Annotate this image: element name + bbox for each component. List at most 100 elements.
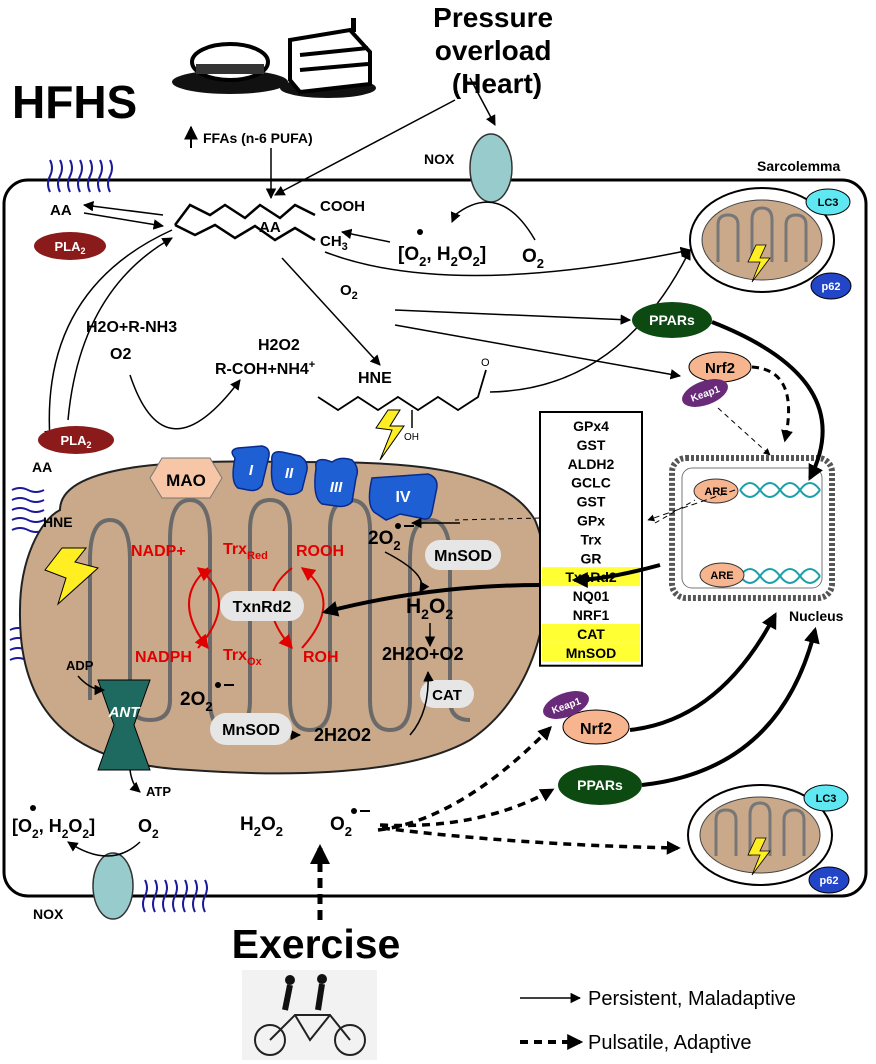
hne-label: HNE <box>358 370 392 387</box>
sarcolemma-label: Sarcolemma <box>757 158 840 174</box>
lightning-icon-mito <box>44 547 100 606</box>
gene-item: MnSOD <box>566 645 617 661</box>
sarcolemma-membrane <box>2 178 868 898</box>
o2-top-label: O2 <box>522 246 544 271</box>
complex-iii <box>314 457 359 508</box>
cat-badge <box>420 680 474 708</box>
are-badge-2 <box>699 562 745 588</box>
gene-item: ALDH2 <box>568 456 615 472</box>
nadp-plus-label: NADP+ <box>131 543 186 560</box>
h2o2-mito-label: H2O2 <box>406 595 453 622</box>
ffas-label: FFAs (n-6 PUFA) <box>203 130 313 146</box>
cooh-label: COOH <box>320 198 365 215</box>
adp-label: ADP <box>66 658 94 673</box>
txnrd2-mito-label: TxnRd2 <box>233 599 292 616</box>
mao-reactant-label: H2O+R-NH3 <box>86 319 177 336</box>
trx-red-label: TrxRed <box>223 541 268 562</box>
lc3-bottom-badge <box>803 784 849 812</box>
superoxide-top-label: 2O2 <box>368 528 401 553</box>
ppars-bottom-badge <box>558 765 642 805</box>
pressure-overload-label: Pressure overload (Heart) <box>433 2 561 99</box>
complex-i <box>231 445 270 492</box>
txnrd2-mito-badge <box>220 591 304 621</box>
gene-item: GR <box>581 550 602 566</box>
mao-o2-label: O2 <box>110 346 131 363</box>
ppars-top-label: PPARs <box>649 312 695 328</box>
complex-iv-label: IV <box>395 489 410 506</box>
legend-persistent-label: Persistent, Maladaptive <box>588 988 796 1010</box>
lipid-tails-bottom <box>142 879 208 913</box>
p62-top-badge <box>810 272 852 300</box>
complex-iii-label: III <box>330 479 343 496</box>
are-label-1: ARE <box>704 486 727 498</box>
nadph-label: NADPH <box>135 649 192 666</box>
gene-item: GST <box>577 494 606 510</box>
ch3-label: CH3 <box>320 233 348 253</box>
gene-highlight <box>542 567 640 587</box>
dna-helix-icon-1 <box>739 482 821 498</box>
o2-label: O2 <box>340 282 358 302</box>
aa-center-label: AA <box>259 219 281 236</box>
mao-label: MAO <box>166 471 206 490</box>
legend: Persistent, Maladaptive Pulsatile, Adapt… <box>520 988 796 1054</box>
pla2-bottom-badge <box>38 426 114 454</box>
gene-item: NRF1 <box>573 607 610 623</box>
arachidonic-acid-chain <box>174 203 316 226</box>
ppars-top-badge <box>632 302 712 338</box>
aa-bottom-label: AA <box>32 459 52 475</box>
mao-h2o2-label: H2O2 <box>258 337 300 354</box>
nrf2-bottom-badge <box>562 709 630 745</box>
burger-icon <box>172 42 288 94</box>
atp-label: ATP <box>146 784 171 799</box>
mnsod-top-badge <box>425 540 501 570</box>
gene-item: Trx <box>580 531 601 547</box>
hne-structure <box>317 369 487 412</box>
gene-highlight <box>542 642 640 662</box>
o2-bottom-label: O2 <box>138 816 159 841</box>
cat-label: CAT <box>432 687 462 704</box>
gene-list-border <box>539 411 643 667</box>
cake-icon <box>280 18 376 98</box>
pla2-top-label: PLA2 <box>54 239 85 256</box>
nox-bottom-label: NOX <box>33 906 64 922</box>
two-h2o2-label: 2H2O2 <box>314 725 371 745</box>
trx-ox-label: TrxOx <box>223 647 263 668</box>
lc3-top-label: LC3 <box>818 197 839 209</box>
keap1-bottom-badge <box>543 691 589 719</box>
ros-bottom-label: [O2, H2O2] <box>12 816 95 841</box>
hne-o-label: O <box>481 357 490 369</box>
gene-item: GPx <box>577 513 605 529</box>
p62-bottom-badge <box>808 866 850 894</box>
nox-top <box>469 133 513 203</box>
ros-top-label: [O2, H2O2] <box>398 244 486 269</box>
nox-top-label: NOX <box>424 151 455 167</box>
dna-helix-icon-2 <box>739 568 821 584</box>
gene-item: GPx4 <box>573 418 609 434</box>
tandem-bike-photo <box>242 970 377 1060</box>
are-badge-1 <box>693 478 739 504</box>
keap1-top-badge <box>682 379 728 407</box>
pla2-bottom-label: PLA2 <box>60 433 91 450</box>
lc3-bottom-label: LC3 <box>816 793 837 805</box>
mao-product-label: R-COH+NH4+ <box>215 359 315 378</box>
autophagosome-bottom <box>687 784 833 886</box>
mnsod-top-label: MnSOD <box>434 548 492 565</box>
pla2-top-badge <box>34 232 106 260</box>
roh-label: ROH <box>303 649 339 666</box>
complex-i-label: I <box>249 462 254 479</box>
gene-item: NQ01 <box>573 588 610 604</box>
p62-bottom-label: p62 <box>820 875 839 887</box>
superoxide-bottom-label: 2O2 <box>180 689 213 714</box>
gene-item: GST <box>577 437 606 453</box>
complex-ii-label: II <box>285 465 294 482</box>
mao-hexagon <box>149 457 223 499</box>
exercise-h2o2-label: H2O2 <box>240 814 283 839</box>
ppars-bottom-label: PPARs <box>577 777 623 793</box>
gene-item: CAT <box>577 626 605 642</box>
are-label-2: ARE <box>710 570 733 582</box>
gene-highlight <box>542 623 640 643</box>
ant-transporter <box>97 679 151 771</box>
hfhs-label: HFHS <box>12 76 137 128</box>
water-o2-label: 2H2O+O2 <box>382 644 464 664</box>
